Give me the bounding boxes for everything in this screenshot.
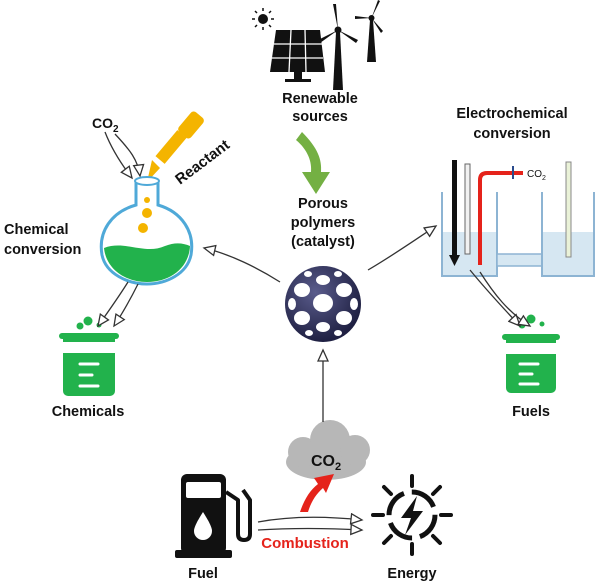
co2-cell-label: CO (527, 169, 542, 180)
arrow-co2-to-flask-2 (114, 133, 145, 178)
red-arrow (300, 474, 334, 512)
fuel-label: Fuel (188, 566, 218, 582)
co2-cell-sub: 2 (542, 175, 546, 182)
energy-label: Energy (387, 566, 436, 582)
arrow-sphere-to-cell (367, 225, 438, 271)
electro-label-2: conversion (473, 126, 550, 142)
svg-text:CO2: CO2 (311, 453, 341, 473)
energy-icon (371, 474, 453, 556)
arrow-co2-to-flask (104, 131, 133, 180)
porous-label-2: polymers (291, 215, 355, 231)
flask-icon (99, 176, 194, 286)
electro-label-1: Electrochemical (456, 106, 567, 122)
combustion-label: Combustion (261, 535, 349, 552)
polymer-sphere-icon (285, 266, 361, 342)
porous-label-3: (catalyst) (291, 234, 355, 250)
co2-cloud-label: CO (311, 453, 335, 470)
co2-left-label: CO (92, 115, 113, 131)
green-arrow (296, 132, 330, 194)
solar-panel-icon (270, 29, 325, 82)
chemicals-label: Chemicals (52, 404, 125, 420)
beaker-icon-left (59, 316, 119, 396)
chemical-label-1: Chemical (4, 222, 68, 238)
sun-icon (252, 8, 274, 30)
arrow-pump-to-energy (257, 512, 364, 525)
renewable-label-1: Renewable (282, 91, 358, 107)
arrow-cell-to-fuels-2 (479, 271, 532, 327)
fuels-label: Fuels (512, 404, 550, 420)
co2-left-sub: 2 (113, 124, 119, 135)
svg-text:CO2: CO2 (92, 115, 119, 135)
fuel-pump-icon (175, 474, 252, 558)
arrow-flask-to-chemicals (97, 281, 129, 328)
arrow-cell-to-fuels (469, 269, 522, 328)
arrow-pump-to-energy-2 (257, 523, 364, 536)
arrow-flask-to-chemicals-2 (113, 283, 139, 328)
porous-label-1: Porous (298, 196, 348, 212)
chemical-label-2: conversion (4, 242, 81, 258)
beaker-icon-right (502, 314, 560, 393)
cloud-icon (286, 420, 370, 480)
renewable-label-2: sources (292, 109, 348, 125)
wind-turbine-icon (318, 0, 383, 90)
co2-cloud-sub: 2 (335, 461, 341, 473)
electrochemical-cell-icon (441, 160, 595, 277)
reactant-label: Reactant (172, 136, 233, 188)
svg-text:CO2: CO2 (527, 169, 546, 182)
arrow-sphere-to-flask (202, 244, 281, 283)
